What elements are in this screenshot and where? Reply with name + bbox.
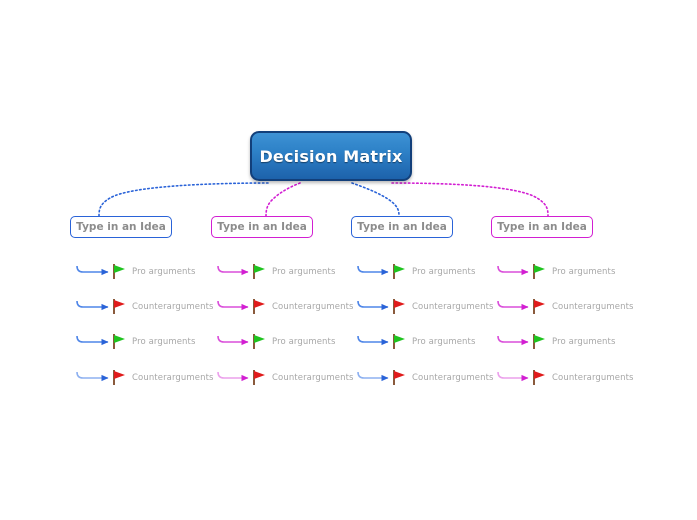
green-flag-icon <box>111 334 127 350</box>
red-flag-icon <box>251 299 267 315</box>
root-connector-1 <box>98 182 269 217</box>
green-flag-icon <box>531 264 547 280</box>
leaf-stub-3-3 <box>357 335 389 346</box>
idea-box-4-label: Type in an Idea <box>497 221 587 233</box>
leaf-stub-4-2 <box>497 300 529 311</box>
leaf-stub-2-1 <box>217 265 249 276</box>
leaf-row[interactable]: Pro arguments <box>111 334 195 350</box>
leaf-stub-4-3 <box>497 335 529 346</box>
leaf-stub-1-2 <box>76 300 109 311</box>
leaf-row[interactable]: Pro arguments <box>531 264 615 280</box>
branch-connectors-1 <box>75 238 109 382</box>
leaf-row[interactable]: Counterarguments <box>111 299 214 315</box>
idea-box-2-label: Type in an Idea <box>217 221 307 233</box>
leaf-row[interactable]: Counterarguments <box>391 299 494 315</box>
leaf-label: Counterarguments <box>552 373 634 383</box>
root-connector-3 <box>351 182 400 217</box>
leaf-stub-2-4 <box>217 371 249 382</box>
leaf-label: Counterarguments <box>272 302 354 312</box>
leaf-label: Pro arguments <box>272 337 336 347</box>
leaf-row[interactable]: Pro arguments <box>531 334 615 350</box>
green-flag-icon <box>391 334 407 350</box>
leaf-stub-4-4 <box>497 371 529 382</box>
leaf-label: Counterarguments <box>132 373 214 383</box>
branch-connectors-3 <box>356 238 389 382</box>
leaf-row[interactable]: Counterarguments <box>391 370 494 386</box>
leaf-stub-2-2 <box>217 300 249 311</box>
green-flag-icon <box>531 334 547 350</box>
idea-box-1-label: Type in an Idea <box>76 221 166 233</box>
leaf-stub-3-4 <box>357 371 389 382</box>
leaf-stub-1-4 <box>76 371 109 382</box>
idea-box-2[interactable]: Type in an Idea <box>211 216 313 238</box>
leaf-row[interactable]: Counterarguments <box>111 370 214 386</box>
red-flag-icon <box>531 370 547 386</box>
leaf-row[interactable]: Pro arguments <box>251 264 335 280</box>
idea-box-3[interactable]: Type in an Idea <box>351 216 453 238</box>
leaf-row[interactable]: Pro arguments <box>111 264 195 280</box>
idea-box-4[interactable]: Type in an Idea <box>491 216 593 238</box>
leaf-stub-3-2 <box>357 300 389 311</box>
idea-box-3-label: Type in an Idea <box>357 221 447 233</box>
leaf-label: Pro arguments <box>552 337 616 347</box>
leaf-row[interactable]: Counterarguments <box>531 370 634 386</box>
leaf-label: Pro arguments <box>412 267 476 277</box>
root-node-label: Decision Matrix <box>259 146 403 166</box>
leaf-label: Pro arguments <box>272 267 336 277</box>
red-flag-icon <box>111 299 127 315</box>
leaf-row[interactable]: Pro arguments <box>391 334 475 350</box>
leaf-stub-4-1 <box>497 265 529 276</box>
leaf-row[interactable]: Counterarguments <box>251 299 354 315</box>
leaf-label: Pro arguments <box>552 267 616 277</box>
branch-connectors-4 <box>496 238 529 382</box>
green-flag-icon <box>111 264 127 280</box>
leaf-label: Counterarguments <box>552 302 634 312</box>
leaf-label: Counterarguments <box>412 373 494 383</box>
red-flag-icon <box>251 370 267 386</box>
leaf-row[interactable]: Pro arguments <box>391 264 475 280</box>
root-connector-group <box>98 182 549 217</box>
red-flag-icon <box>391 299 407 315</box>
leaf-label: Pro arguments <box>132 337 196 347</box>
leaf-stub-3-1 <box>357 265 389 276</box>
leaf-label: Counterarguments <box>132 302 214 312</box>
green-flag-icon <box>251 334 267 350</box>
leaf-label: Counterarguments <box>272 373 354 383</box>
leaf-row[interactable]: Counterarguments <box>251 370 354 386</box>
leaf-stub-1-3 <box>76 335 109 346</box>
leaf-label: Pro arguments <box>132 267 196 277</box>
branch-connectors-2 <box>216 238 249 382</box>
green-flag-icon <box>251 264 267 280</box>
red-flag-icon <box>111 370 127 386</box>
red-flag-icon <box>531 299 547 315</box>
leaf-row[interactable]: Counterarguments <box>531 299 634 315</box>
root-connector-2 <box>265 182 301 217</box>
green-flag-icon <box>391 264 407 280</box>
idea-box-1[interactable]: Type in an Idea <box>70 216 172 238</box>
leaf-label: Counterarguments <box>412 302 494 312</box>
leaf-label: Pro arguments <box>412 337 476 347</box>
red-flag-icon <box>391 370 407 386</box>
root-node[interactable]: Decision Matrix <box>250 131 412 181</box>
leaf-row[interactable]: Pro arguments <box>251 334 335 350</box>
leaf-stub-2-3 <box>217 335 249 346</box>
root-connector-4 <box>391 182 549 217</box>
leaf-stub-1-1 <box>76 265 109 276</box>
